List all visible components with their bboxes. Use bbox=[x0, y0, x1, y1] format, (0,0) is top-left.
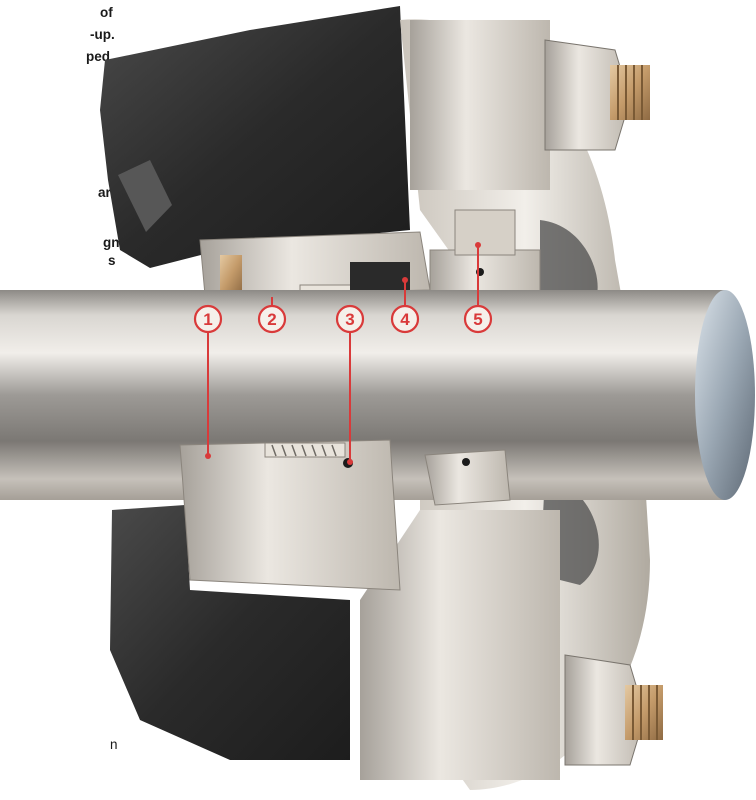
callout-1: 1 bbox=[193, 304, 223, 459]
callout-3-number: 3 bbox=[345, 310, 354, 329]
margin-text-of: of bbox=[100, 5, 113, 20]
upper-bolt bbox=[410, 20, 650, 190]
callout-1-number: 1 bbox=[203, 310, 212, 329]
lower-seal-assembly bbox=[179, 439, 511, 591]
callout-2: 2 bbox=[257, 297, 287, 334]
margin-text-gn: gn bbox=[103, 235, 120, 250]
callout-5-number: 5 bbox=[473, 310, 482, 329]
margin-text-n: n bbox=[110, 737, 118, 752]
margin-text-ped: ped bbox=[86, 49, 111, 64]
housing-lower bbox=[110, 505, 350, 760]
callout-4: 4 bbox=[390, 277, 420, 334]
callout-5: 5 bbox=[463, 242, 493, 334]
margin-text-up: -up. bbox=[90, 27, 115, 42]
margin-text-s: s bbox=[108, 253, 116, 268]
lower-bolt bbox=[360, 510, 663, 780]
callout-3: 3 bbox=[335, 304, 365, 465]
shaft-end bbox=[695, 290, 755, 500]
callout-4-number: 4 bbox=[400, 310, 410, 329]
housing-upper bbox=[100, 6, 410, 268]
callout-2-number: 2 bbox=[267, 310, 276, 329]
